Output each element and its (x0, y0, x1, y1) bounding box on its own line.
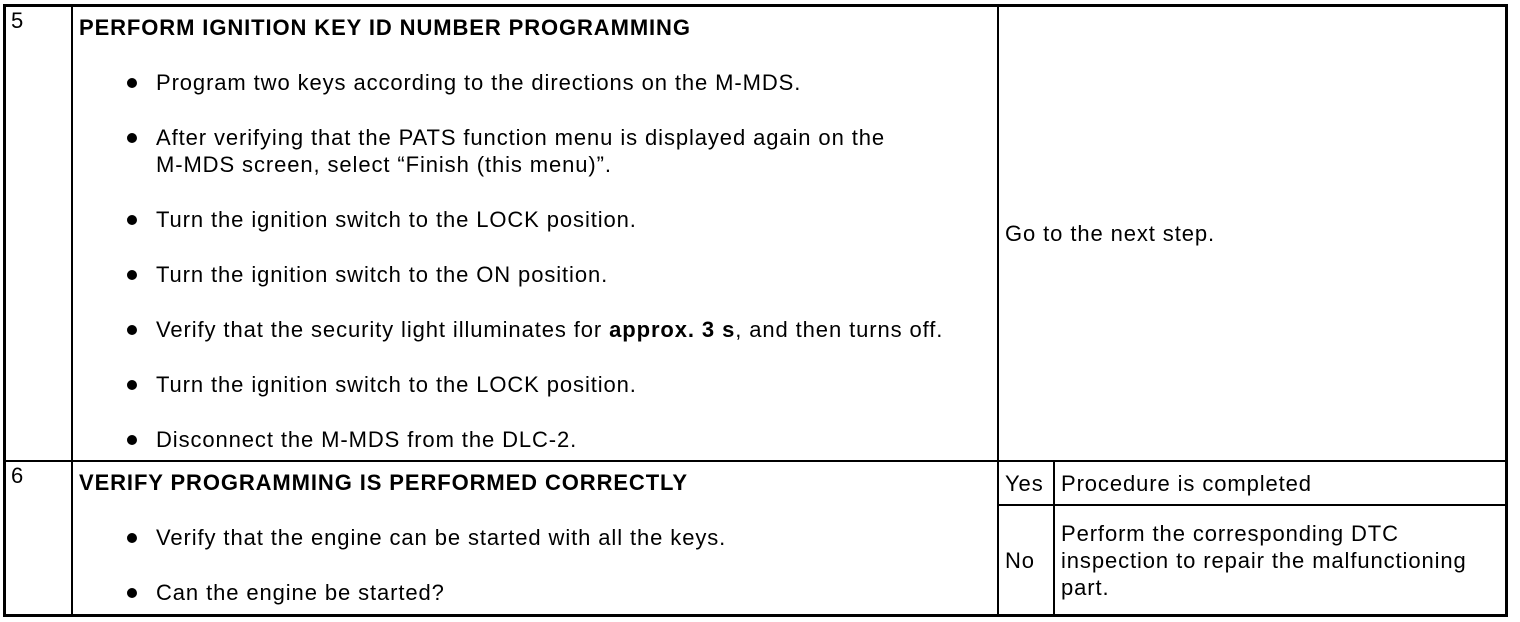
results-cell: Yes Procedure is completed No Perform th… (999, 462, 1505, 614)
bullet-text-post: , and then turns off. (735, 317, 944, 342)
bullet-text: After verifying that the PATS function m… (156, 125, 885, 177)
procedure-title: VERIFY PROGRAMMING IS PERFORMED CORRECTL… (79, 470, 688, 495)
inspection-cell: PERFORM IGNITION KEY ID NUMBER PROGRAMMI… (73, 7, 999, 462)
step-number: 5 (11, 8, 25, 33)
bullet-text: Disconnect the M-MDS from the DLC-2. (156, 427, 578, 452)
bullet-item: Verify that the engine can be started wi… (127, 524, 993, 551)
bullet-text: Turn the ignition switch to the LOCK pos… (156, 372, 637, 397)
bullet-text: Program two keys according to the direct… (156, 70, 802, 95)
bullet-item: Program two keys according to the direct… (127, 69, 993, 96)
bullet-item: Turn the ignition switch to the LOCK pos… (127, 206, 993, 233)
bullet-item: After verifying that the PATS function m… (127, 124, 993, 178)
bullet-icon (127, 78, 137, 88)
bullet-text-bold: approx. 3 s (609, 317, 736, 342)
answer-no-label: No (1005, 547, 1035, 573)
action-cell: Go to the next step. (999, 7, 1505, 462)
bullet-item: Verify that the security light illuminat… (127, 316, 993, 343)
bullet-icon (127, 270, 137, 280)
bullet-icon (127, 533, 137, 543)
step-number: 6 (11, 463, 25, 488)
bullet-icon (127, 588, 137, 598)
bullet-text-pre: Verify that the security light illuminat… (156, 317, 610, 342)
step-number-cell: 5 (6, 7, 73, 462)
bullet-icon (127, 325, 137, 335)
bullet-item: Turn the ignition switch to the LOCK pos… (127, 371, 993, 398)
bullet-icon (127, 380, 137, 390)
result-yes-text: Procedure is completed (1061, 470, 1312, 496)
answer-yes-cell: Yes (999, 462, 1055, 506)
result-no-cell: Perform the corresponding DTC inspection… (1055, 506, 1505, 614)
result-yes-cell: Procedure is completed (1055, 462, 1505, 506)
bullet-item: Can the engine be started? (127, 579, 993, 606)
procedure-title: PERFORM IGNITION KEY ID NUMBER PROGRAMMI… (79, 15, 691, 40)
bullet-item: Disconnect the M-MDS from the DLC-2. (127, 426, 993, 453)
bullet-text: Turn the ignition switch to the LOCK pos… (156, 207, 637, 232)
step-number-cell: 6 (6, 462, 73, 614)
bullet-icon (127, 215, 137, 225)
bullet-text: Verify that the security light illuminat… (156, 316, 943, 343)
bullet-icon (127, 435, 137, 445)
answer-no-cell: No (999, 506, 1055, 614)
answer-yes-label: Yes (1005, 470, 1044, 496)
procedure-table: 5 PERFORM IGNITION KEY ID NUMBER PROGRAM… (3, 4, 1508, 617)
bullet-text: Verify that the engine can be started wi… (156, 525, 727, 550)
bullet-text: Turn the ignition switch to the ON posit… (156, 262, 609, 287)
bullet-icon (127, 133, 137, 143)
inspection-cell: VERIFY PROGRAMMING IS PERFORMED CORRECTL… (73, 462, 999, 614)
bullet-item: Turn the ignition switch to the ON posit… (127, 261, 993, 288)
result-no-text: Perform the corresponding DTC inspection… (1061, 520, 1467, 600)
bullet-text: Can the engine be started? (156, 580, 445, 605)
action-text: Go to the next step. (1005, 221, 1216, 246)
